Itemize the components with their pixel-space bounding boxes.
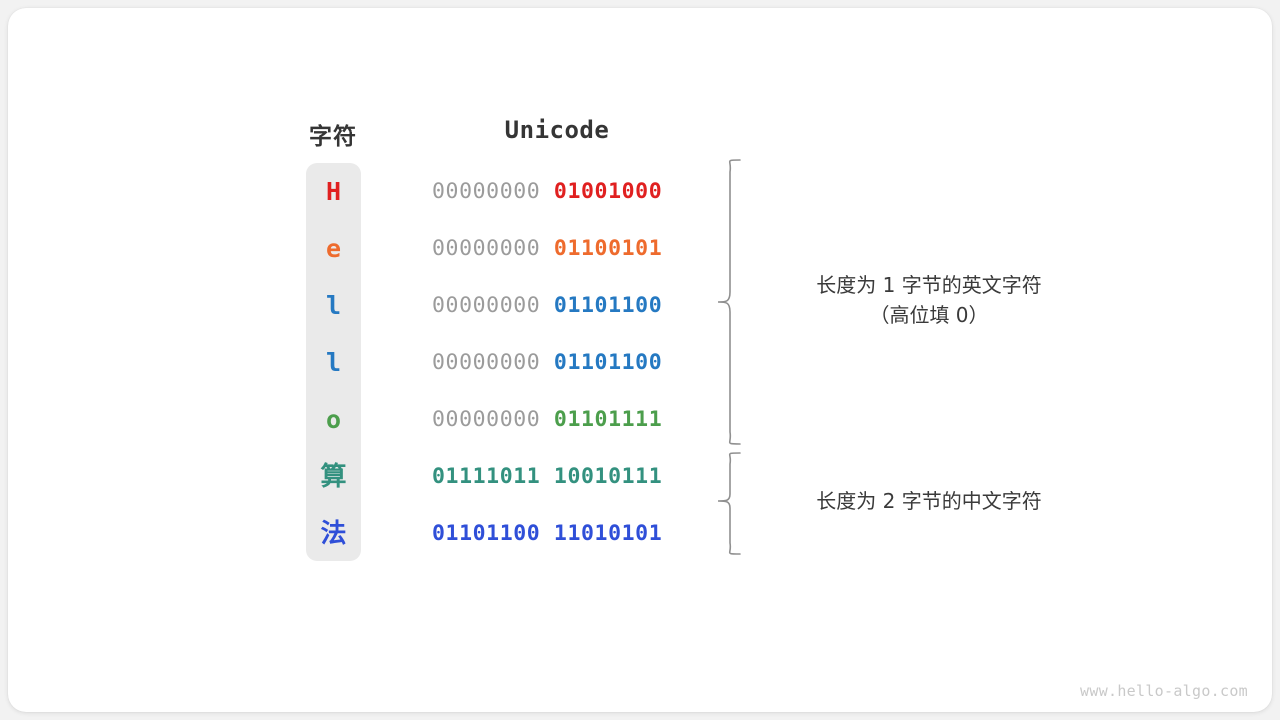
- low-byte: 01101100: [553, 350, 663, 375]
- brace-english-icon: [717, 159, 741, 445]
- annotation-chinese-bytes: 长度为 2 字节的中文字符: [816, 489, 1042, 513]
- high-byte: 00000000: [432, 350, 541, 375]
- table-row: e 00000000 01100101: [306, 220, 1006, 277]
- column-header-character: 字符: [309, 123, 357, 149]
- annotation-english-bytes: 长度为 1 字节的英文字符 （高位填 0）: [816, 273, 1042, 327]
- table-row: 算 01111011 10010111: [306, 448, 1006, 505]
- character-column-highlight: [306, 163, 361, 561]
- character-cell: 算: [320, 461, 347, 492]
- character-cell: H: [325, 177, 342, 206]
- table-row: l 00000000 01101100: [306, 334, 1006, 391]
- unicode-bits-cell: 00000000 01101111: [432, 407, 662, 432]
- unicode-bits-cell: 01101100 11010101: [432, 521, 662, 546]
- high-byte: 01101100: [432, 521, 541, 546]
- low-byte: 01100101: [553, 236, 663, 261]
- byte-separator: [540, 464, 554, 489]
- character-cell: 法: [320, 518, 347, 549]
- table-row: H 00000000 01001000: [306, 163, 1006, 220]
- character-cell: l: [325, 291, 342, 320]
- low-byte: 10010111: [553, 464, 663, 489]
- watermark: www.hello-algo.com: [1080, 682, 1248, 700]
- table-row: l 00000000 01101100: [306, 277, 1006, 334]
- low-byte: 01001000: [553, 179, 663, 204]
- table-row: o 00000000 01101111: [306, 391, 1006, 448]
- character-cell: l: [325, 348, 342, 377]
- character-cell: e: [325, 234, 342, 263]
- low-byte: 01101111: [553, 407, 663, 432]
- byte-separator: [540, 236, 554, 261]
- byte-separator: [540, 179, 554, 204]
- low-byte: 11010101: [553, 521, 663, 546]
- high-byte: 00000000: [432, 236, 541, 261]
- unicode-bits-cell: 00000000 01101100: [432, 293, 662, 318]
- table-row: 法 01101100 11010101: [306, 505, 1006, 562]
- content-card: [8, 8, 1272, 712]
- character-cell: o: [325, 405, 342, 434]
- column-header-unicode: Unicode: [504, 116, 610, 144]
- byte-separator: [540, 407, 554, 432]
- byte-separator: [540, 350, 554, 375]
- high-byte: 00000000: [432, 407, 541, 432]
- unicode-bits-cell: 01111011 10010111: [432, 464, 662, 489]
- byte-separator: [540, 293, 554, 318]
- high-byte: 00000000: [432, 293, 541, 318]
- low-byte: 01101100: [553, 293, 663, 318]
- byte-separator: [540, 521, 554, 546]
- high-byte: 00000000: [432, 179, 541, 204]
- unicode-bits-cell: 00000000 01001000: [432, 179, 662, 204]
- brace-chinese-icon: [717, 452, 741, 555]
- unicode-bits-cell: 00000000 01100101: [432, 236, 662, 261]
- unicode-bits-cell: 00000000 01101100: [432, 350, 662, 375]
- high-byte: 01111011: [432, 464, 541, 489]
